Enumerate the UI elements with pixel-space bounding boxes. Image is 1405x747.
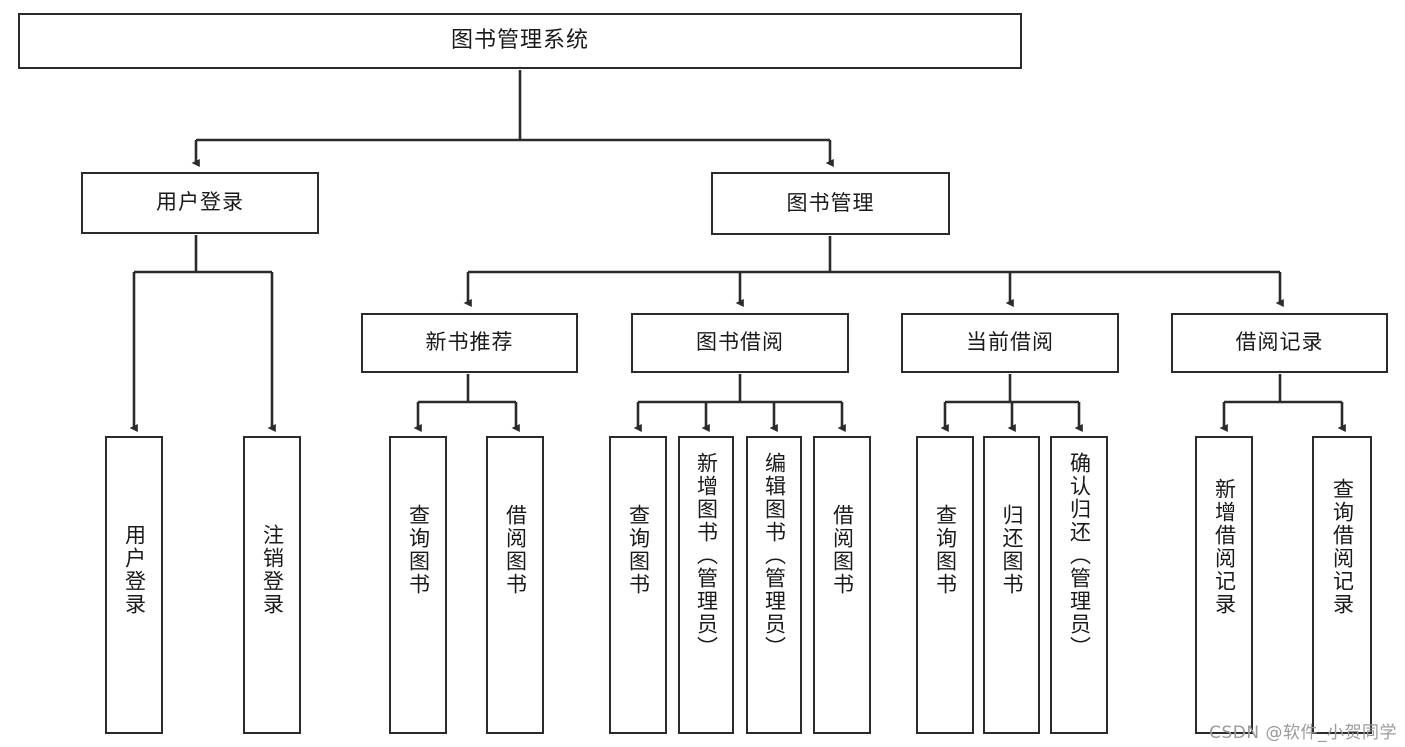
node-label: 编辑图书（管理员） [762,452,787,659]
node-book-borrow[interactable]: 图书借阅 [631,313,849,373]
leaf-current-return-book[interactable]: 归还图书 [983,436,1040,734]
leaf-record-add-record[interactable]: 新增借阅记录 [1195,436,1253,734]
node-label: 当前借阅 [966,330,1054,355]
node-label: 图书管理系统 [450,27,589,53]
watermark: CSDN @软件_小贺同学 [1209,723,1397,743]
leaf-recommend-borrow-book[interactable]: 借阅图书 [486,436,544,734]
node-label: 图书借阅 [696,330,784,355]
node-label: 注销登录 [260,524,285,616]
leaf-recommend-query-book[interactable]: 查询图书 [389,436,447,734]
node-label: 图书管理 [786,190,875,215]
leaf-record-query-record[interactable]: 查询借阅记录 [1312,436,1372,734]
node-label: 查询借阅记录 [1330,478,1355,616]
node-label: 用户登录 [156,190,244,215]
node-label: 新书推荐 [425,330,514,355]
node-current-borrow[interactable]: 当前借阅 [901,313,1119,373]
node-label: 归还图书 [999,504,1024,596]
leaf-borrow-edit-book-admin[interactable]: 编辑图书（管理员） [746,436,802,734]
node-label: 借阅图书 [830,504,855,596]
leaf-borrow-borrow-book[interactable]: 借阅图书 [813,436,871,734]
node-label: 查询图书 [933,504,958,596]
leaf-current-query-book[interactable]: 查询图书 [916,436,974,734]
node-label: 确认归还（管理员） [1067,452,1092,659]
node-label: 新增图书（管理员） [694,452,719,659]
node-label: 借阅图书 [503,504,528,596]
leaf-current-confirm-return-admin[interactable]: 确认归还（管理员） [1050,436,1108,734]
leaf-user-login-login[interactable]: 用户登录 [105,436,163,734]
node-label: 查询图书 [626,504,651,596]
node-root-system[interactable]: 图书管理系统 [18,13,1022,69]
node-label: 新增借阅记录 [1212,478,1237,616]
node-label: 借阅记录 [1235,330,1324,355]
node-new-book-recommend[interactable]: 新书推荐 [361,313,578,373]
node-book-management[interactable]: 图书管理 [711,172,950,235]
leaf-user-login-logout[interactable]: 注销登录 [243,436,301,734]
leaf-borrow-query-book[interactable]: 查询图书 [609,436,667,734]
node-label: 查询图书 [406,504,431,596]
leaf-borrow-add-book-admin[interactable]: 新增图书（管理员） [678,436,734,734]
node-label: 用户登录 [122,524,147,616]
node-borrow-record[interactable]: 借阅记录 [1171,313,1388,373]
node-user-login[interactable]: 用户登录 [81,172,319,234]
